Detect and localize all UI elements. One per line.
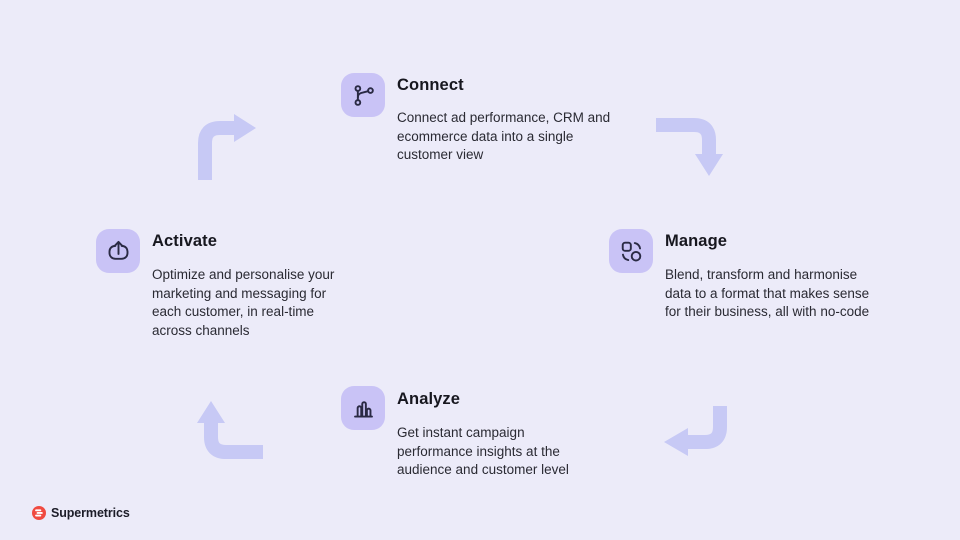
arrow-manage-to-analyze [664, 406, 727, 456]
activate-title: Activate [152, 232, 217, 250]
supermetrics-logo: Supermetrics [32, 506, 130, 520]
connect-title: Connect [397, 76, 464, 94]
manage-title: Manage [665, 232, 728, 250]
manage-description: Blend, transform and harmonise data to a… [665, 267, 870, 320]
connect-description: Connect ad performance, CRM and ecommerc… [397, 110, 611, 163]
cloud-upload-icon [108, 240, 128, 260]
connect-icon-tile [341, 73, 385, 117]
brand-name: Supermetrics [51, 506, 130, 520]
arrow-activate-to-connect [198, 114, 256, 180]
analyze-icon-tile [341, 386, 385, 430]
analyze-title: Analyze [397, 390, 461, 408]
manage-icon-tile [609, 229, 653, 273]
supermetrics-logo-icon [32, 506, 46, 520]
arrow-analyze-to-activate [197, 401, 263, 459]
analyze-description: Get instant campaign performance insight… [397, 425, 569, 478]
arrow-connect-to-manage [656, 118, 723, 176]
bar-chart-icon [353, 400, 373, 418]
branch-connections-icon [354, 84, 374, 106]
transform-shapes-icon [621, 241, 641, 261]
activate-icon-tile [96, 229, 140, 273]
activate-description: Optimize and personalise your marketing … [152, 267, 335, 338]
